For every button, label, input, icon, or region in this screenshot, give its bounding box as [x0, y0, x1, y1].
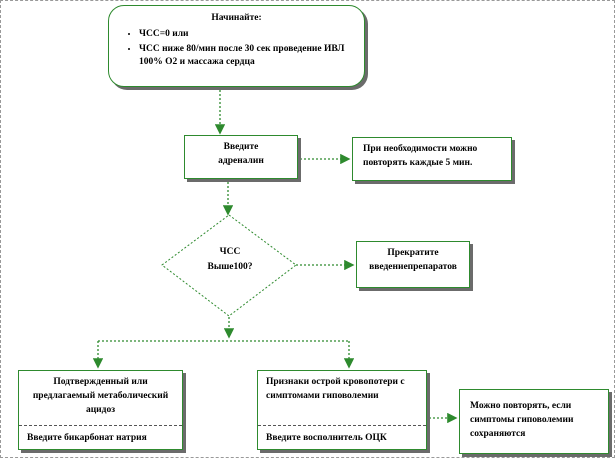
stop-box: Прекратите введениепрепаратов — [356, 241, 470, 288]
acidosis-box: Подтвержденный или предлагаемый метаболи… — [18, 370, 183, 450]
start-bullets: ЧСС=0 или ЧСС ниже 80/мин после 30 сек п… — [119, 28, 354, 70]
decision-text: ЧСС Выше100? — [195, 245, 265, 275]
blood-loss-condition: Признаки острой кровопотери с симптомами… — [266, 377, 405, 401]
acidosis-condition: Подтвержденный или предлагаемый метаболи… — [32, 377, 169, 415]
start-bullet: ЧСС ниже 80/мин после 30 сек проведение … — [139, 43, 354, 71]
blood-loss-box: Признаки острой кровопотери с симптомами… — [257, 370, 427, 450]
maybe-lead: Можно повторять, — [470, 401, 550, 411]
stop-line-2: введениепрепаратов — [369, 261, 457, 272]
repeat-box: При необходимости можно повторять каждые… — [352, 137, 512, 181]
adrenaline-box: Введите адреналин — [184, 135, 298, 179]
repeat-text: При необходимости можно повторять каждые… — [363, 144, 478, 168]
adrenaline-line-1: Введите — [223, 142, 259, 152]
repeat-if-hypovolemia-box: Можно повторять, если симптомы гиповолем… — [459, 389, 609, 454]
acidosis-action: Введите бикарбонат натрия — [19, 425, 182, 446]
stop-line-1: Прекратите — [387, 248, 439, 258]
decision-line-2: Выше100? — [207, 262, 253, 273]
decision-diamond — [161, 214, 297, 317]
decision-line-1: ЧСС — [219, 247, 241, 257]
start-box: Начинайте: ЧСС=0 или ЧСС ниже 80/мин пос… — [108, 5, 365, 87]
start-bullet: ЧСС=0 или — [139, 28, 354, 42]
adrenaline-line-2: адреналин — [218, 155, 264, 166]
blood-loss-action: Введите восполнитель ОЦК — [258, 425, 426, 446]
maybe-rest: если симптомы гиповолемии сохраняются — [470, 401, 574, 439]
start-title: Начинайте: — [211, 13, 262, 23]
